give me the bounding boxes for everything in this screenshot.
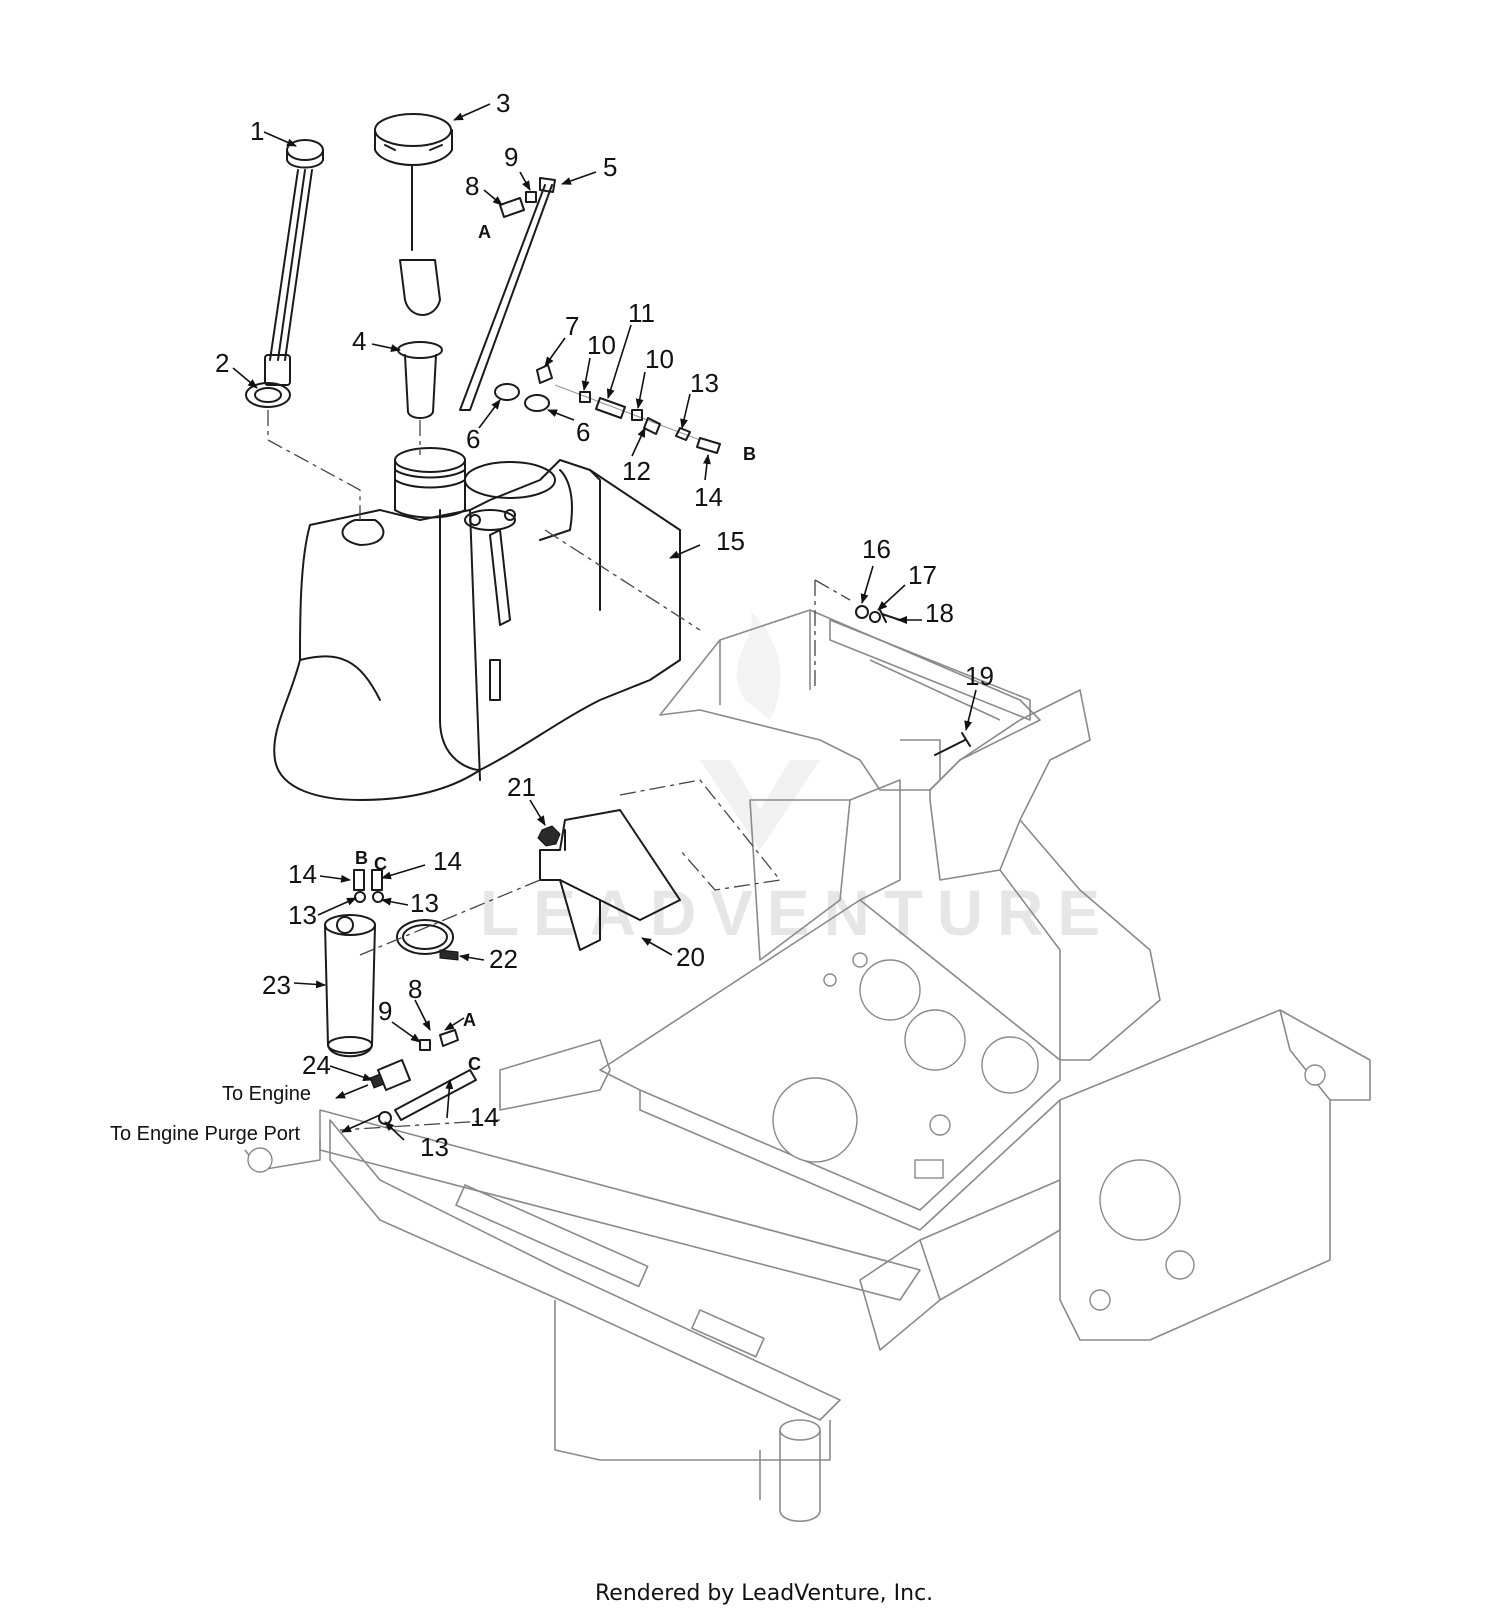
callout-23: 23 [262,970,291,1000]
fuel-tank [273,447,681,801]
nut-21 [537,825,561,847]
washer-17 [869,611,881,623]
washer-16 [855,605,869,619]
fuel-strainer [397,341,443,419]
callout-15: 15 [716,526,745,556]
callout-labels: 1 2 3 4 5 6 6 7 8 9 10 10 11 12 13 14 15… [215,88,994,1162]
fitting-9 [525,191,537,203]
footer-credit: Rendered by LeadVenture, Inc. [595,1581,933,1606]
leader-lines [232,103,977,1141]
callout-1: 1 [250,116,264,146]
callout-13-upper-right: 13 [410,888,439,918]
letter-b-canister: B [355,848,368,868]
note-to-engine-purge-port: To Engine Purge Port [110,1123,301,1145]
callout-16: 16 [862,534,891,564]
callout-13-upper-left: 13 [288,900,317,930]
hose-14-c [371,869,383,891]
fuel-cap [374,113,453,251]
callout-10b: 10 [645,344,674,374]
chassis-frame [244,609,1371,1522]
callout-19: 19 [965,661,994,691]
letter-b-right: B [743,444,756,464]
callout-14-upper-left: 14 [288,859,317,889]
callout-22: 22 [489,944,518,974]
callout-17: 17 [908,560,937,590]
note-to-engine: To Engine [222,1083,311,1105]
callout-14-upper-right: 14 [433,846,462,876]
callout-9-lower: 9 [378,996,392,1026]
fuel-line-assembly [554,384,721,454]
callout-8-lower: 8 [408,974,422,1004]
fuel-filter [369,1059,411,1091]
charcoal-canister [324,914,376,1058]
callout-13-lower: 13 [420,1132,449,1162]
letter-a-top: A [478,222,491,242]
callout-6a: 6 [466,424,480,454]
callout-11: 11 [628,298,655,328]
callout-2: 2 [215,348,229,378]
callout-14-lower: 14 [470,1102,499,1132]
fuel-gauge [264,139,324,386]
callout-18: 18 [925,598,954,628]
grommet [245,382,291,408]
grommet-inner [254,387,282,403]
connection-letters: A B B C A C [355,222,756,1074]
callout-6b: 6 [576,417,590,447]
letter-c-canister: C [374,854,387,874]
letter-a-lower: A [463,1010,476,1030]
callout-9: 9 [504,142,518,172]
callout-24: 24 [302,1050,331,1080]
hose-14-lower [394,1069,477,1121]
fitting-13-b [372,891,384,903]
assembly-lines [267,410,851,1131]
grommet-6b [524,394,550,412]
letter-c-lower: C [468,1054,481,1074]
callout-12: 12 [622,456,651,486]
bolt-19 [934,732,971,756]
callout-5: 5 [603,152,617,182]
callout-13: 13 [690,368,719,398]
grommet-6a [494,383,520,401]
filter-bracket [539,809,681,951]
callout-10a: 10 [587,330,616,360]
callout-20: 20 [676,942,705,972]
hose-clamp [396,919,459,961]
hose-8 [499,197,525,218]
rollover-valve [536,364,553,384]
callout-3: 3 [496,88,510,118]
vent-tube [459,184,553,411]
bolt-18 [879,609,901,623]
hose-8-lower [439,1029,459,1047]
fitting-9-lower [419,1039,431,1051]
cap-tether [399,259,441,316]
callout-8: 8 [465,171,479,201]
callout-4: 4 [352,326,366,356]
watermark-logo [700,610,820,850]
callout-14: 14 [694,482,723,512]
callout-21: 21 [507,772,536,802]
fitting-13-a [354,891,366,903]
hose-14-b [353,869,365,891]
callout-7: 7 [565,311,579,341]
